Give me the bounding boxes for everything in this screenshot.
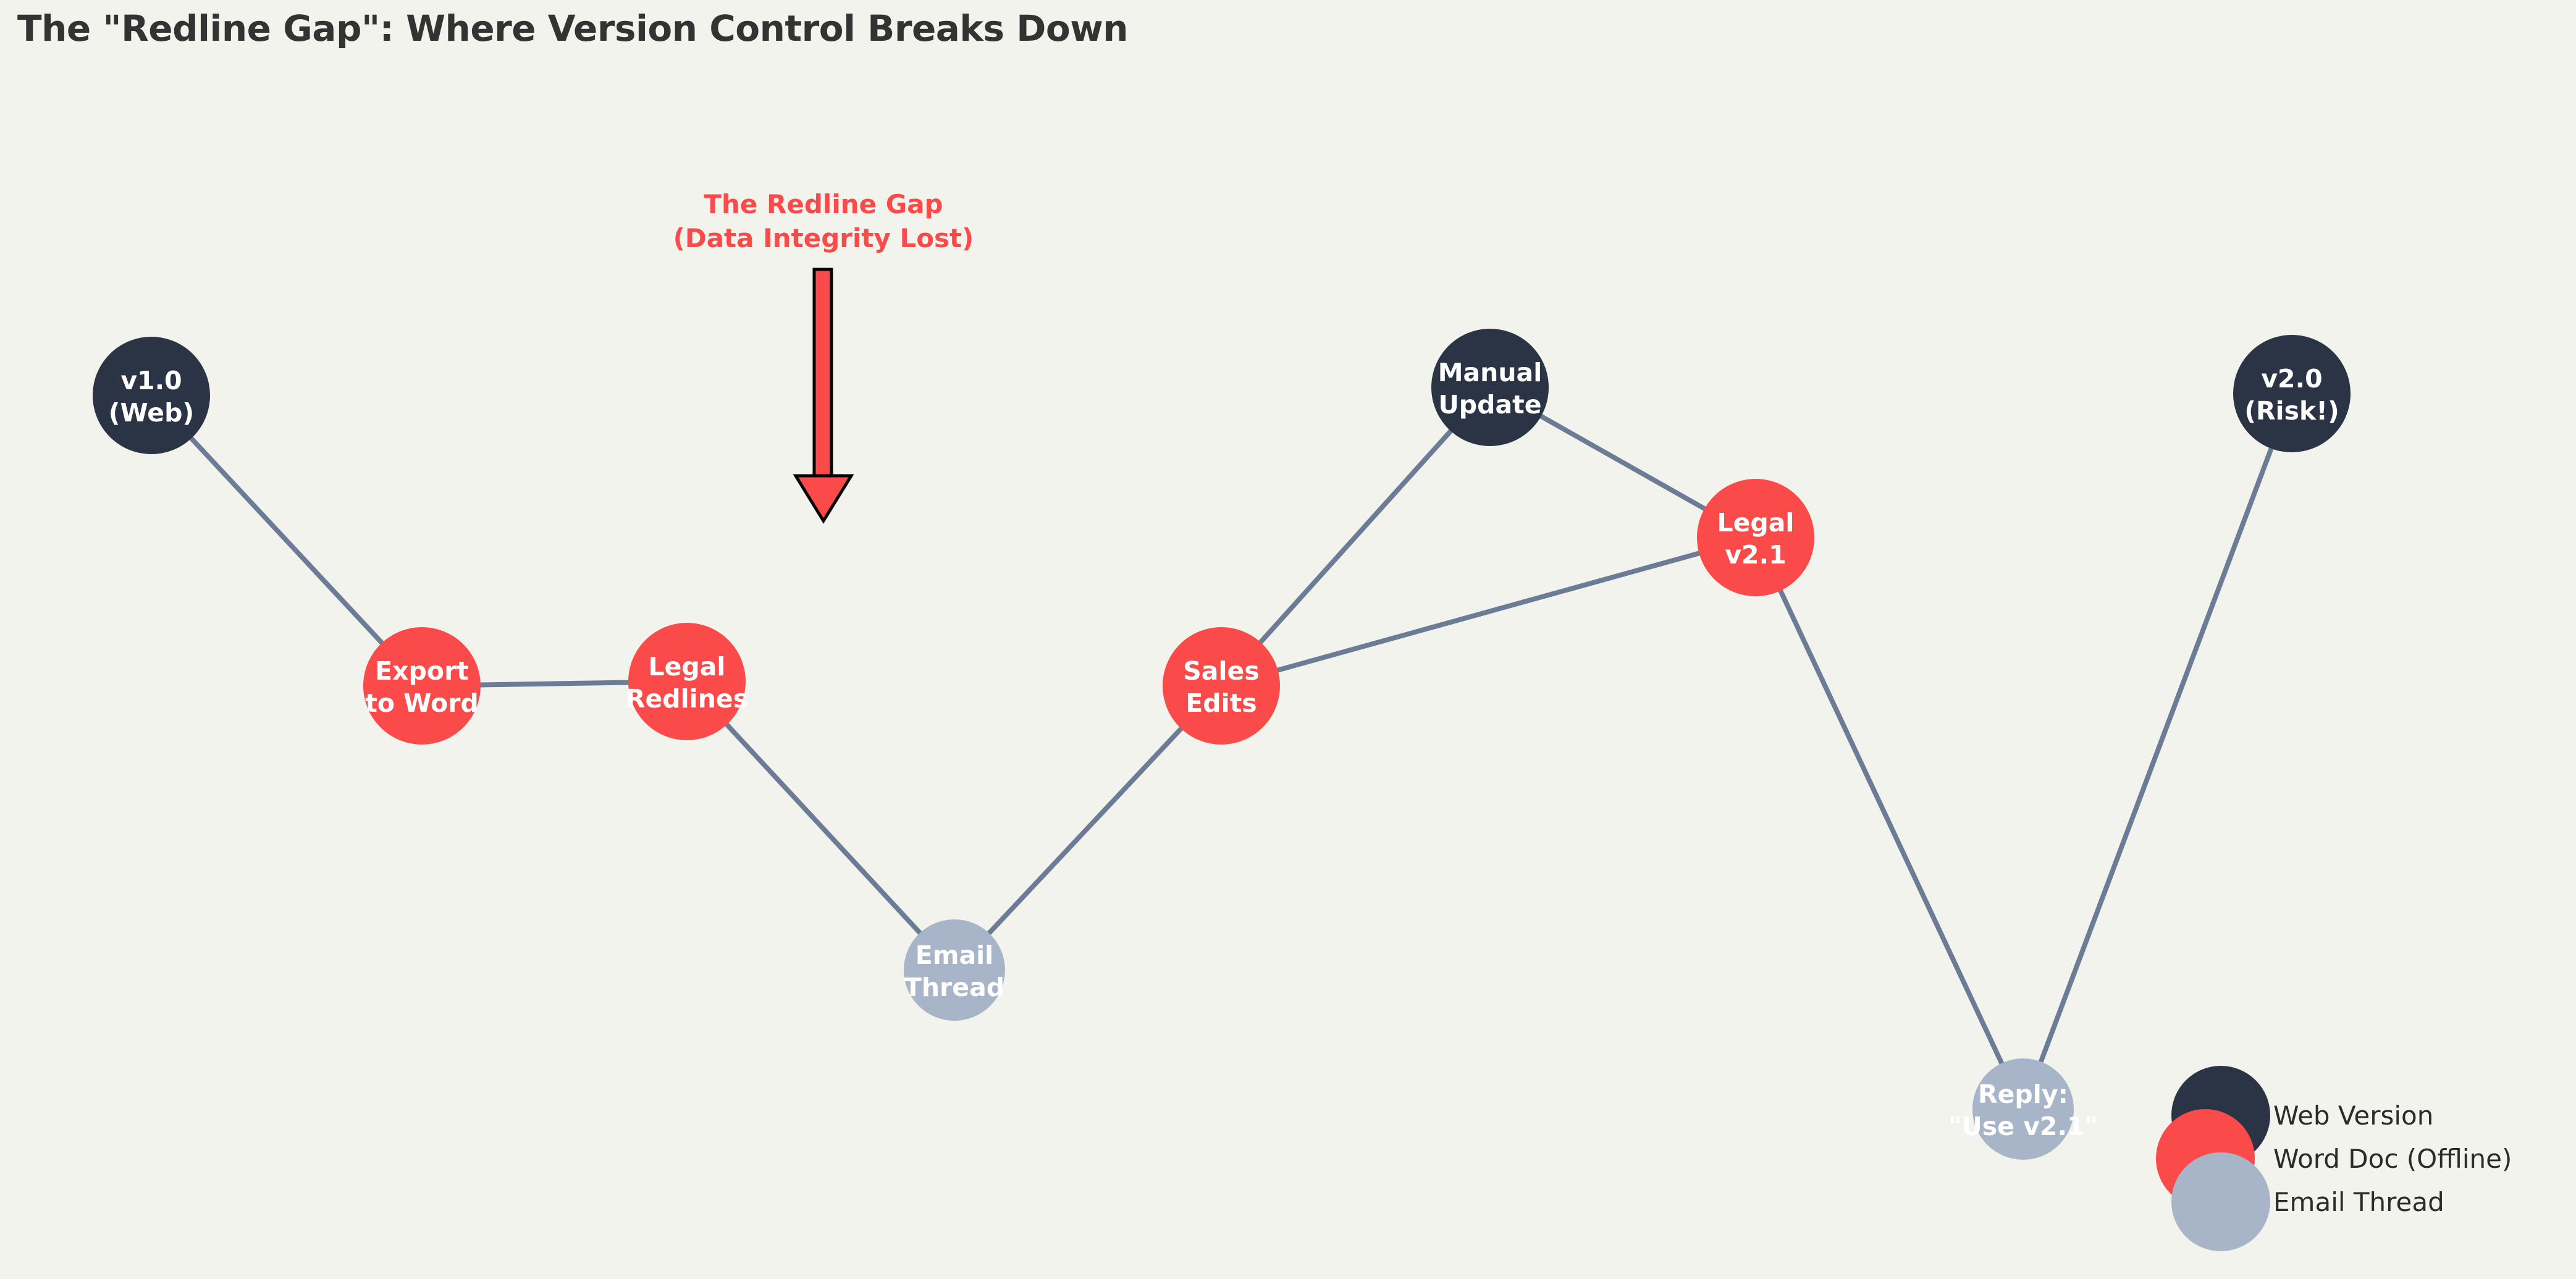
node-circle[interactable] <box>2233 335 2351 452</box>
legend-marker-email-thread <box>2171 1152 2270 1251</box>
down-arrow-head <box>793 474 854 524</box>
node-reply[interactable]: Reply: "Use v2.1" <box>1948 1058 2098 1160</box>
legend-label-email-thread: Email Thread <box>2273 1187 2444 1217</box>
node-email[interactable]: Email Thread <box>904 919 1005 1021</box>
down-arrow-shaft <box>812 268 833 481</box>
node-label-line1: Legal <box>648 652 725 682</box>
node-group: v1.0 (Web) Export to Word Legal Redlines… <box>93 329 2351 1160</box>
node-circle[interactable] <box>1431 329 1549 446</box>
node-label-line2: to Word <box>365 688 479 718</box>
node-label-line1: Sales <box>1183 656 1259 686</box>
node-v2[interactable]: v2.0 (Risk!) <box>2233 335 2351 452</box>
node-circle[interactable] <box>628 623 746 740</box>
node-label-line1: v1.0 <box>120 366 182 395</box>
node-manual[interactable]: Manual Update <box>1431 329 1549 446</box>
node-circle[interactable] <box>93 337 210 454</box>
node-sales[interactable]: Sales Edits <box>1163 627 1280 745</box>
node-label-line2: Redlines <box>626 684 748 714</box>
node-label-line2: Update <box>1438 390 1541 420</box>
node-label-line2: Thread <box>904 973 1004 1002</box>
edge-email-sales <box>953 684 1223 972</box>
node-label-line2: "Use v2.1" <box>1948 1112 2098 1141</box>
edge-redlines-email <box>685 680 956 972</box>
legend-label-word-doc: Word Doc (Offline) <box>2273 1144 2512 1174</box>
node-label-line1: Manual <box>1438 358 1543 387</box>
node-label-line1: Reply: <box>1978 1079 2068 1109</box>
node-label-line1: Email <box>915 940 994 970</box>
node-v1[interactable]: v1.0 (Web) <box>93 337 210 454</box>
node-circle[interactable] <box>363 627 481 745</box>
node-label-line2: (Risk!) <box>2244 396 2339 426</box>
node-redlines[interactable]: Legal Redlines <box>626 623 748 740</box>
node-circle[interactable] <box>1697 479 1814 596</box>
node-label-line2: Edits <box>1185 688 1256 718</box>
node-legal-v21[interactable]: Legal v2.1 <box>1697 479 1814 596</box>
node-label-line2: (Web) <box>109 398 194 428</box>
node-label-line1: v2.0 <box>2261 364 2322 394</box>
edge-reply-v2 <box>2021 392 2294 1110</box>
redline-gap-annotation: The Redline Gap (Data Integrity Lost) <box>673 189 974 524</box>
edge-sales-manual <box>1219 386 1492 688</box>
node-circle[interactable] <box>1163 627 1280 745</box>
node-label-line1: Legal <box>1717 508 1794 538</box>
annotation-line-1: The Redline Gap <box>704 189 943 219</box>
annotation-line-2: (Data Integrity Lost) <box>673 223 974 253</box>
node-export[interactable]: Export to Word <box>363 627 481 745</box>
node-label-line1: Export <box>375 656 469 686</box>
legend: Web Version Word Doc (Offline) Email Thr… <box>2156 1066 2512 1251</box>
edge-group <box>149 385 2294 1110</box>
legend-item-email-thread[interactable]: Email Thread <box>2171 1152 2444 1251</box>
legend-label-web-version: Web Version <box>2273 1100 2433 1131</box>
edge-legalv21-reply <box>1753 536 2026 1110</box>
node-label-line2: v2.1 <box>1725 540 1786 570</box>
edge-sales-legalv21 <box>1220 535 1757 688</box>
page-title: The "Redline Gap": Where Version Control… <box>17 7 1129 49</box>
node-circle[interactable] <box>904 919 1005 1021</box>
node-circle[interactable] <box>1972 1058 2074 1160</box>
edge-v1-export <box>149 394 424 688</box>
